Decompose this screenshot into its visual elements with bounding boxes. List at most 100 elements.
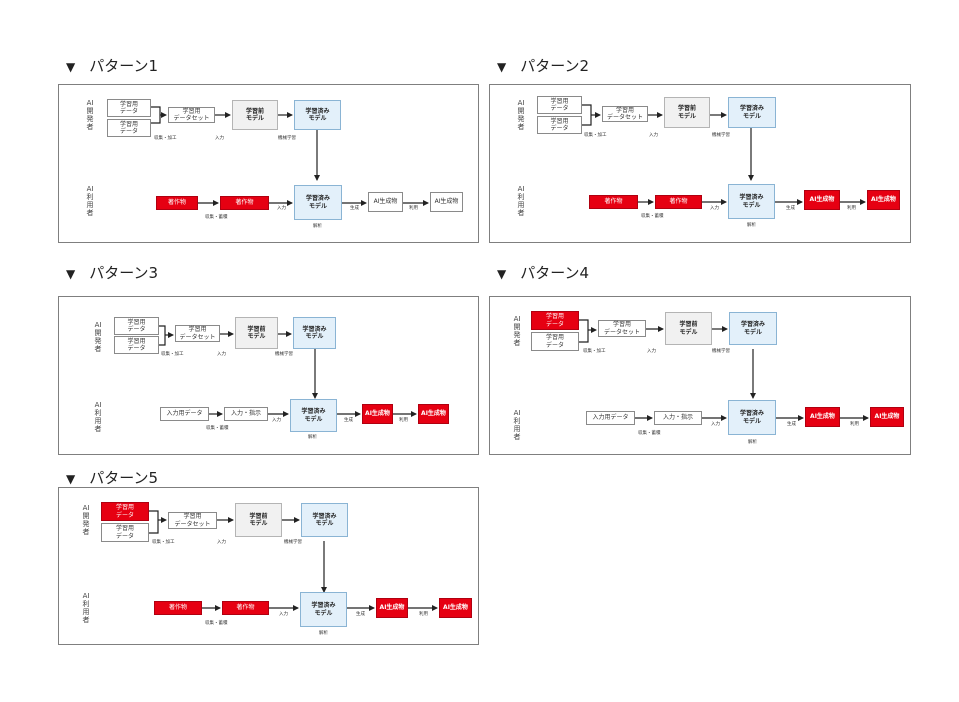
flow-arrows (159, 325, 417, 417)
trained-model-box: 学習済み モデル (290, 399, 337, 432)
input-label: 入力 (711, 422, 720, 427)
training-data-box-highlighted: 学習用 データ (531, 311, 579, 330)
training-dataset-box: 学習用 データセット (602, 106, 648, 122)
ai-output-box: AI生成物 (805, 407, 840, 427)
input-label: 入力 (215, 136, 224, 141)
training-data-box: 学習用 データ (107, 119, 151, 137)
training-data-box: 学習用 データ (107, 99, 151, 117)
ai-output-box: AI生成物 (439, 598, 472, 618)
ai-output-box: AI生成物 (804, 190, 840, 210)
flow-arrows (149, 510, 438, 611)
use-label: 利用 (409, 206, 418, 211)
input-label: 入力 (217, 540, 226, 545)
training-data-box: 学習用 データ (101, 523, 149, 542)
input-data-box: 入力用データ (586, 411, 635, 425)
trained-model-box: 学習済み モデル (294, 100, 341, 130)
machine-learning-label: 機械学習 (712, 349, 730, 354)
input-label: 入力 (649, 133, 658, 138)
machine-learning-label: 機械学習 (275, 352, 293, 357)
use-label: 利用 (419, 612, 428, 617)
user-label: AI利用者 (86, 185, 94, 218)
input-data-box: 入力用データ (160, 407, 209, 421)
generate-label: 生成 (786, 206, 795, 211)
trained-model-box: 学習済み モデル (728, 97, 776, 128)
trained-model-box: 学習済み モデル (301, 503, 348, 537)
developer-label: AI開発者 (82, 504, 90, 537)
ai-output-box: AI生成物 (368, 192, 403, 212)
pre-training-model-box: 学習前 モデル (235, 317, 278, 349)
training-data-box: 学習用 データ (537, 96, 582, 114)
collect-store-label: 収集・蓄積 (205, 621, 228, 626)
training-data-box: 学習用 データ (114, 317, 159, 335)
trained-model-box: 学習済み モデル (728, 400, 776, 435)
copyrighted-work-box: 著作物 (222, 601, 269, 615)
analysis-label: 解析 (748, 440, 757, 445)
trained-model-box: 学習済み モデル (300, 592, 347, 627)
input-label: 入力 (217, 352, 226, 357)
flow-arrows (151, 106, 429, 206)
generate-label: 生成 (350, 206, 359, 211)
triangle-down-icon: ▼ (66, 472, 76, 486)
ai-output-box: AI生成物 (362, 404, 393, 424)
ai-output-box: AI生成物 (430, 192, 463, 212)
ai-output-box: AI生成物 (870, 407, 904, 427)
pattern-4-title: ▼パターン4 (497, 264, 590, 282)
use-label: 利用 (850, 422, 859, 427)
collect-store-label: 収集・蓄積 (205, 215, 228, 220)
input-label: 入力 (277, 206, 286, 211)
flow-arrows (582, 104, 866, 205)
triangle-down-icon: ▼ (66, 60, 76, 74)
use-label: 利用 (399, 418, 408, 423)
flow-arrows (579, 319, 869, 421)
generate-label: 生成 (787, 422, 796, 427)
copyrighted-work-box: 著作物 (655, 195, 702, 209)
input-instruction-box: 入力・指示 (654, 411, 702, 425)
training-dataset-box: 学習用 データセット (175, 325, 220, 342)
triangle-down-icon: ▼ (497, 267, 507, 281)
ai-output-box: AI生成物 (418, 404, 449, 424)
pattern-2-panel: AI開発者 AI利用者 学習用 データ 学習用 データ 学習用 データセット 学… (489, 84, 911, 243)
user-label: AI利用者 (517, 185, 525, 218)
triangle-down-icon: ▼ (497, 60, 507, 74)
input-label: 入力 (647, 349, 656, 354)
developer-label: AI開発者 (513, 315, 521, 348)
pattern-4-panel: AI開発者 AI利用者 学習用 データ 学習用 データ 学習用 データセット 学… (489, 296, 911, 455)
machine-learning-label: 機械学習 (278, 136, 296, 141)
training-dataset-box: 学習用 データセット (168, 107, 215, 123)
input-label: 入力 (710, 206, 719, 211)
generate-label: 生成 (344, 418, 353, 423)
pattern-3-title: ▼パターン3 (66, 264, 159, 282)
training-data-box: 学習用 データ (114, 336, 159, 354)
input-label: 入力 (272, 418, 281, 423)
trained-model-box: 学習済み モデル (729, 312, 777, 345)
developer-label: AI開発者 (94, 321, 102, 354)
training-data-box: 学習用 データ (537, 116, 582, 134)
training-data-box-highlighted: 学習用 データ (101, 502, 149, 521)
pattern-5-title: ▼パターン5 (66, 469, 159, 487)
trained-model-box: 学習済み モデル (728, 184, 775, 219)
pre-training-model-box: 学習前 モデル (665, 312, 712, 345)
pattern-5-panel: AI開発者 AI利用者 学習用 データ 学習用 データ 学習用 データセット 学… (58, 487, 479, 645)
pattern-2-title: ▼パターン2 (497, 57, 590, 75)
copyrighted-work-box: 著作物 (156, 196, 198, 210)
collect-store-label: 収集・蓄積 (641, 214, 664, 219)
collect-process-label: 収集・加工 (154, 136, 177, 141)
user-label: AI利用者 (94, 401, 102, 434)
copyrighted-work-box: 著作物 (154, 601, 202, 615)
trained-model-box: 学習済み モデル (294, 185, 342, 220)
training-dataset-box: 学習用 データセット (598, 320, 646, 337)
pre-training-model-box: 学習前 モデル (232, 100, 278, 130)
collect-process-label: 収集・加工 (152, 540, 175, 545)
generate-label: 生成 (356, 612, 365, 617)
analysis-label: 解析 (319, 631, 328, 636)
machine-learning-label: 機械学習 (712, 133, 730, 138)
use-label: 利用 (847, 206, 856, 211)
pre-training-model-box: 学習前 モデル (235, 503, 282, 537)
trained-model-box: 学習済み モデル (293, 317, 336, 349)
training-dataset-box: 学習用 データセット (168, 512, 217, 529)
pre-training-model-box: 学習前 モデル (664, 97, 710, 128)
pattern-1-panel: AI開発者 AI利用者 学習用 データ 学習用 データ 学習用 データセット 学… (58, 84, 479, 243)
machine-learning-label: 機械学習 (284, 540, 302, 545)
pattern-1-title: ▼パターン1 (66, 57, 159, 75)
collect-store-label: 収集・蓄積 (206, 426, 229, 431)
